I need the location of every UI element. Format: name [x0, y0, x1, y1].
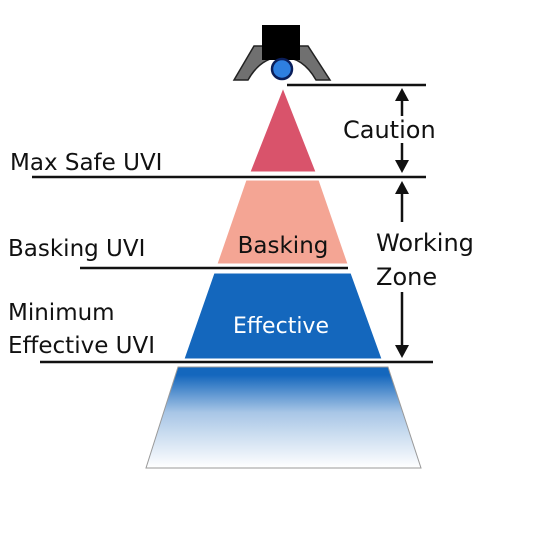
working-zone-range-arrow: [395, 181, 409, 358]
basking-band-label: Basking: [238, 233, 329, 259]
working-zone-label-line2: Zone: [376, 263, 437, 291]
basking-band: [216, 179, 349, 265]
effective-band-label: Effective: [233, 314, 329, 339]
lamp-housing: [262, 25, 300, 60]
caution-band: [249, 86, 317, 173]
uv-lamp-icon: [232, 25, 332, 81]
arrow-down-icon: [395, 160, 409, 173]
arrow-up-icon: [395, 181, 409, 194]
gradient-band: [145, 366, 422, 469]
max-safe-uvi-label: Max Safe UVI: [10, 150, 162, 176]
caution-range-arrow: [395, 88, 409, 173]
minimum-effective-uvi-label-line2: Effective UVI: [8, 333, 155, 359]
effective-band: [183, 272, 383, 360]
working-zone-label-line1: Working: [376, 229, 474, 257]
minimum-effective-uvi-label-line1: Minimum: [8, 300, 115, 326]
arrow-down-icon: [395, 345, 409, 358]
arrow-up-icon: [395, 88, 409, 101]
basking-uvi-label: Basking UVI: [8, 236, 145, 262]
lamp-bulb: [270, 57, 294, 81]
caution-zone-label: Caution: [343, 116, 436, 144]
